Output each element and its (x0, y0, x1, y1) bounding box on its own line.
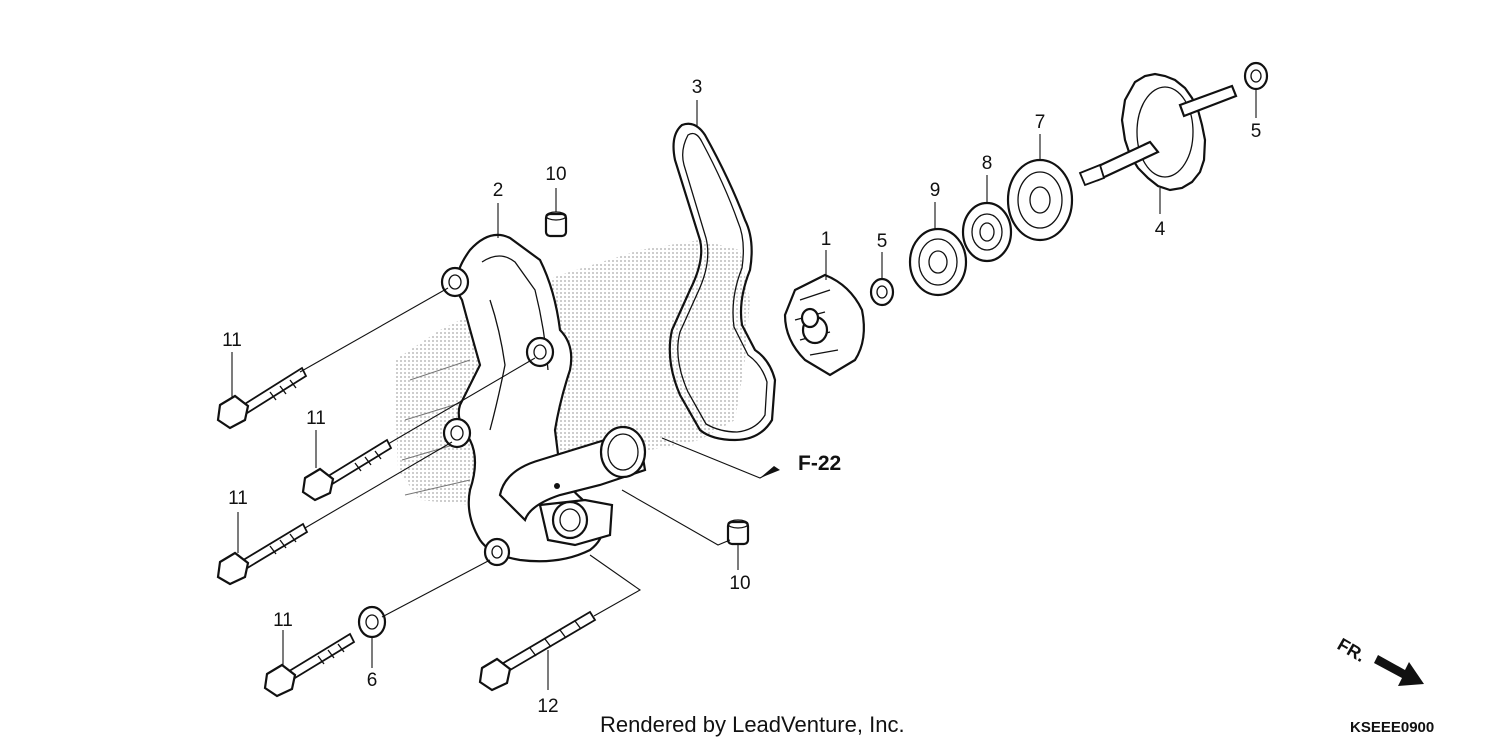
callout-5-lower: 5 (877, 231, 888, 252)
callout-10-upper: 10 (545, 164, 566, 185)
callout-9: 9 (930, 180, 941, 201)
callout-1: 1 (821, 229, 832, 250)
callout-6: 6 (367, 670, 378, 691)
callout-4: 4 (1155, 219, 1166, 240)
bolt-11-a (216, 366, 308, 430)
callout-8: 8 (982, 153, 993, 174)
impeller (783, 273, 865, 377)
front-arrow-icon (1374, 655, 1424, 686)
render-credit: Rendered by LeadVenture, Inc. (600, 712, 905, 737)
oil-seal-8 (961, 201, 1013, 263)
bearing-7 (1006, 158, 1074, 242)
bearing-9 (908, 227, 968, 297)
callout-10-lower: 10 (729, 573, 750, 594)
callout-11-d: 11 (273, 610, 293, 631)
callout-12: 12 (537, 696, 558, 717)
callout-2: 2 (493, 180, 504, 201)
front-label: FR. (1334, 634, 1369, 666)
bolt-12 (478, 610, 597, 692)
bolt-11-c (216, 522, 309, 586)
callout-11-a: 11 (222, 330, 242, 351)
washer-5-upper (1243, 61, 1269, 91)
leader-lines (231, 90, 1257, 690)
pump-shaft-gear (1078, 72, 1238, 192)
reference-arrow (760, 466, 780, 478)
callout-7: 7 (1035, 112, 1046, 133)
front-direction-indicator: FR. (1334, 634, 1424, 686)
washer-6 (357, 605, 387, 639)
diagram-code: KSEEE0900 (1350, 719, 1434, 736)
callout-3: 3 (692, 77, 703, 98)
bolt-11-d (263, 632, 356, 698)
bolt-11-b (301, 438, 393, 502)
callout-11-b: 11 (306, 408, 326, 429)
reference-label: F-22 (798, 452, 841, 475)
callout-5-upper: 5 (1251, 121, 1262, 142)
dowel-pin-10-lower (726, 519, 750, 546)
callout-labels: 1 2 3 4 5 5 6 7 8 9 10 10 11 11 11 11 12 (222, 77, 1261, 717)
callout-11-c: 11 (228, 488, 248, 509)
dowel-pin-10-upper (544, 211, 568, 238)
pump-gasket (668, 122, 777, 442)
water-pump-cover (440, 233, 647, 567)
washer-5-lower (869, 277, 895, 307)
